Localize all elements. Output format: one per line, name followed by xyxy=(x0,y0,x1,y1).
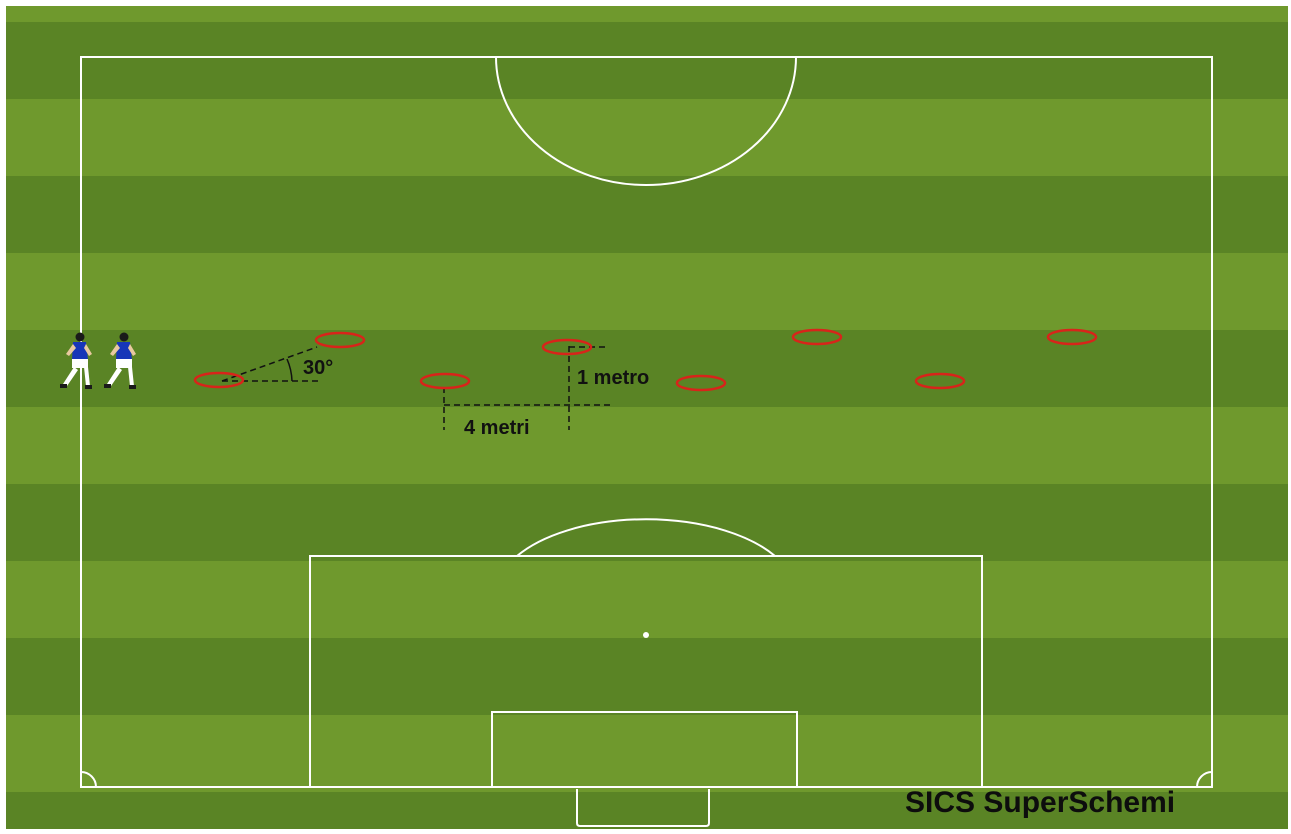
angle-label: 30° xyxy=(303,357,333,379)
watermark-text: SICS SuperSchemi xyxy=(905,786,1175,819)
lateral-gap-label: 1 metro xyxy=(577,367,649,389)
grass-stripes xyxy=(6,6,1288,829)
spacing-label: 4 metri xyxy=(464,417,530,439)
penalty-spot xyxy=(643,632,649,638)
